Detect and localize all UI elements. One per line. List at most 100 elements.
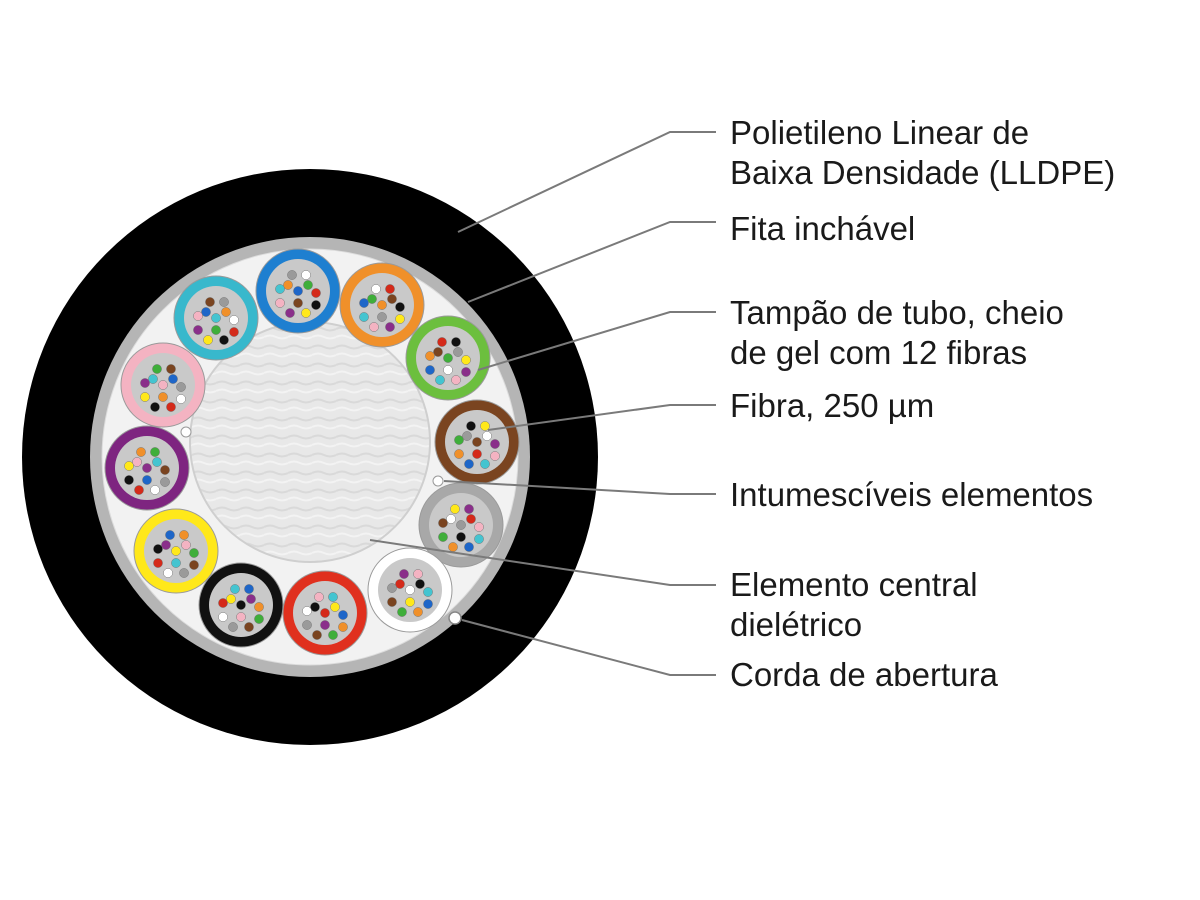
- fiber: [161, 540, 171, 550]
- fiber: [221, 307, 231, 317]
- loose-tube: [434, 399, 520, 485]
- fiber: [437, 337, 447, 347]
- fiber: [328, 630, 338, 640]
- fiber: [359, 312, 369, 322]
- loose-tube: [339, 262, 425, 348]
- fiber: [425, 365, 435, 375]
- fiber: [218, 598, 228, 608]
- fiber: [311, 300, 321, 310]
- fiber: [152, 457, 162, 467]
- fiber: [438, 518, 448, 528]
- fiber: [399, 569, 409, 579]
- fiber: [377, 300, 387, 310]
- fiber: [150, 485, 160, 495]
- fiber: [219, 297, 229, 307]
- fiber: [446, 514, 456, 524]
- fiber: [153, 558, 163, 568]
- fiber: [338, 622, 348, 632]
- fiber: [158, 392, 168, 402]
- fiber: [166, 364, 176, 374]
- fiber: [466, 421, 476, 431]
- loose-tube: [173, 275, 259, 361]
- fiber: [293, 298, 303, 308]
- fiber: [203, 335, 213, 345]
- fiber: [150, 402, 160, 412]
- fiber: [142, 475, 152, 485]
- fiber: [124, 475, 134, 485]
- fiber: [160, 477, 170, 487]
- fiber: [140, 378, 150, 388]
- swellable-yarn: [180, 426, 192, 438]
- fiber: [359, 298, 369, 308]
- fiber: [482, 431, 492, 441]
- fiber: [246, 594, 256, 604]
- fiber: [423, 599, 433, 609]
- fiber: [413, 569, 423, 579]
- fiber: [218, 612, 228, 622]
- fiber: [275, 298, 285, 308]
- fiber: [201, 307, 211, 317]
- fiber: [450, 504, 460, 514]
- fiber: [166, 402, 176, 412]
- loose-tubes-group: [104, 248, 520, 656]
- fiber: [413, 607, 423, 617]
- fiber: [435, 375, 445, 385]
- fiber: [456, 532, 466, 542]
- fiber: [405, 597, 415, 607]
- fiber: [160, 465, 170, 475]
- fiber: [438, 532, 448, 542]
- loose-tube: [133, 508, 219, 594]
- leader-line-ripcord: [461, 619, 716, 676]
- loose-tube: [198, 562, 284, 648]
- fiber: [320, 608, 330, 618]
- loose-tube: [104, 425, 190, 511]
- fiber: [448, 542, 458, 552]
- label-jacket: Polietileno Linear de Baixa Densidade (L…: [730, 114, 1115, 191]
- fiber: [179, 568, 189, 578]
- fiber: [474, 534, 484, 544]
- fiber: [369, 322, 379, 332]
- fiber: [443, 353, 453, 363]
- fiber: [387, 294, 397, 304]
- fiber: [301, 308, 311, 318]
- fiber: [451, 375, 461, 385]
- fiber: [275, 284, 285, 294]
- fiber: [387, 597, 397, 607]
- fiber: [193, 311, 203, 321]
- fiber: [244, 584, 254, 594]
- leader-line-central-member: [369, 539, 716, 586]
- fiber: [181, 540, 191, 550]
- fiber: [205, 297, 215, 307]
- fiber: [140, 392, 150, 402]
- fiber: [219, 335, 229, 345]
- fiber: [312, 630, 322, 640]
- fiber: [425, 351, 435, 361]
- fiber: [462, 431, 472, 441]
- fiber: [472, 449, 482, 459]
- fiber: [189, 560, 199, 570]
- leader-line-jacket: [457, 131, 716, 233]
- fiber: [236, 612, 246, 622]
- fiber: [303, 280, 313, 290]
- label-fiber: Fibra, 250 µm: [730, 387, 934, 424]
- leader-line-swellable: [443, 480, 716, 495]
- fiber: [466, 514, 476, 524]
- fiber: [152, 364, 162, 374]
- fiber: [211, 313, 221, 323]
- fiber: [136, 447, 146, 457]
- fiber: [226, 594, 236, 604]
- fiber: [338, 610, 348, 620]
- loose-tube: [282, 570, 368, 656]
- fiber: [474, 522, 484, 532]
- fiber: [132, 457, 142, 467]
- fiber: [454, 449, 464, 459]
- swellable-yarn: [432, 475, 444, 487]
- fiber: [395, 579, 405, 589]
- fiber: [371, 284, 381, 294]
- fiber: [464, 459, 474, 469]
- fiber: [480, 421, 490, 431]
- fiber: [171, 546, 181, 556]
- fiber: [229, 327, 239, 337]
- fiber: [228, 622, 238, 632]
- fiber: [176, 382, 186, 392]
